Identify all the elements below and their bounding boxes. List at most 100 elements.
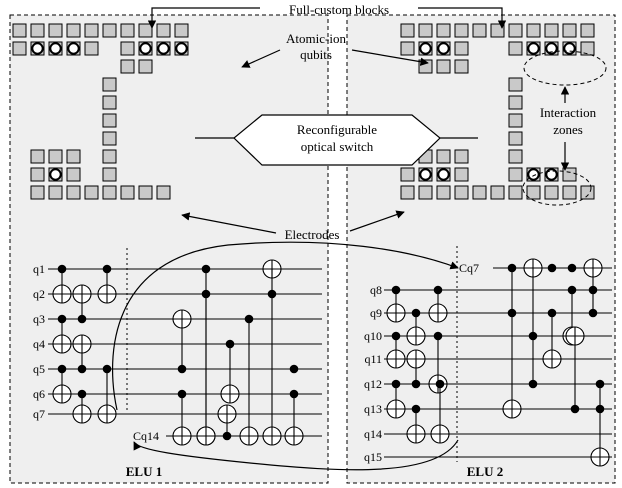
electrode-cell — [508, 131, 523, 146]
electrode-cell — [508, 149, 523, 164]
electrode-grid — [12, 23, 595, 200]
atomic-ion-arrow-left — [241, 49, 281, 68]
control-dot — [177, 364, 187, 374]
electrode-cell — [580, 23, 595, 38]
electrode-cell — [508, 167, 523, 182]
control-dot — [528, 379, 538, 389]
electrode-cell — [508, 77, 523, 92]
elu2-label: ELU 2 — [467, 464, 503, 479]
electrode-cell — [526, 185, 541, 200]
ion-qubit — [419, 42, 432, 55]
electrode-cell — [156, 185, 171, 200]
control-dot — [507, 308, 517, 318]
electrode-cell — [562, 23, 577, 38]
electrode-cell — [138, 59, 153, 74]
qubit-label: q10 — [364, 329, 382, 343]
control-dot — [595, 404, 605, 414]
interaction-zones-label-line2: zones — [553, 122, 583, 137]
electrode-cell — [418, 185, 433, 200]
electrode-cell — [102, 95, 117, 110]
control-dot — [570, 404, 580, 414]
electrode-cell — [12, 23, 27, 38]
control-dot — [391, 379, 401, 389]
electrode-cell — [48, 149, 63, 164]
control-dot — [57, 264, 67, 274]
electrode-cell — [490, 185, 505, 200]
atomic-ion-arrow-right — [351, 49, 429, 66]
control-dot — [391, 285, 401, 295]
electrode-cell — [544, 185, 559, 200]
control-dot — [102, 364, 112, 374]
control-dot — [567, 285, 577, 295]
ion-qubit — [527, 168, 540, 181]
qubit-label: q15 — [364, 450, 382, 464]
ion-qubit — [437, 42, 450, 55]
control-dot — [435, 379, 445, 389]
electrodes-arrow-left — [181, 212, 277, 234]
ion-qubit — [419, 168, 432, 181]
ion-qubit — [527, 42, 540, 55]
qubit-label: q4 — [33, 337, 45, 351]
ion-qubit — [157, 42, 170, 55]
electrode-cell — [66, 167, 81, 182]
qubit-label: q7 — [33, 407, 45, 421]
elu1-panel — [9, 14, 329, 484]
electrode-cell — [66, 23, 81, 38]
electrode-cell — [436, 59, 451, 74]
electrode-cell — [138, 23, 153, 38]
electrode-cell — [508, 95, 523, 110]
qubit-label: q12 — [364, 377, 382, 391]
control-dot — [102, 264, 112, 274]
electrode-cell — [562, 167, 577, 182]
qubit-label: Cq14 — [133, 429, 159, 443]
ion-qubit — [139, 42, 152, 55]
electrode-cell — [454, 149, 469, 164]
electrodes-label: Electrodes — [285, 227, 340, 242]
link-q7-to-cq7 — [112, 241, 459, 411]
ion-qubit — [437, 168, 450, 181]
qubit-label: q11 — [364, 352, 382, 366]
electrode-cell — [400, 167, 415, 182]
electrode-cell — [138, 185, 153, 200]
electrode-cell — [102, 149, 117, 164]
control-dot — [77, 314, 87, 324]
circuits: q1q2q3q4q5q6q7Cq14Cq7q8q9q10q11q12q13q14… — [33, 258, 612, 467]
ion-qubit — [545, 42, 558, 55]
qubit-label: q3 — [33, 312, 45, 326]
electrode-cell — [454, 185, 469, 200]
atomic-ion-label-line2: qubits — [300, 47, 332, 62]
control-dot — [201, 289, 211, 299]
optical-switch-label-line1: Reconfigurable — [297, 122, 377, 137]
control-dot — [57, 314, 67, 324]
electrode-cell — [66, 149, 81, 164]
electrode-cell — [544, 23, 559, 38]
qubit-label: Cq7 — [459, 261, 479, 275]
electrode-cell — [400, 185, 415, 200]
electrode-cell — [12, 41, 27, 56]
electrodes-arrow-right — [349, 210, 405, 232]
link-q14-to-cq14 — [133, 439, 459, 471]
electrode-cell — [174, 23, 189, 38]
electrode-cell — [454, 59, 469, 74]
electrode-cell — [454, 41, 469, 56]
electrode-cell — [418, 23, 433, 38]
control-dot — [201, 264, 211, 274]
electrode-cell — [508, 23, 523, 38]
electrode-cell — [156, 23, 171, 38]
control-dot — [225, 339, 235, 349]
electrode-cell — [30, 23, 45, 38]
electrode-cell — [66, 185, 81, 200]
electrode-cell — [30, 149, 45, 164]
electrode-cell — [472, 185, 487, 200]
control-dot — [507, 263, 517, 273]
elu1-label: ELU 1 — [126, 464, 162, 479]
electrode-cell — [508, 41, 523, 56]
electrode-cell — [562, 185, 577, 200]
electrode-cell — [84, 185, 99, 200]
electrode-cell — [48, 185, 63, 200]
ion-qubit — [175, 42, 188, 55]
electrode-cell — [102, 185, 117, 200]
electrode-cell — [454, 23, 469, 38]
electrode-cell — [436, 185, 451, 200]
